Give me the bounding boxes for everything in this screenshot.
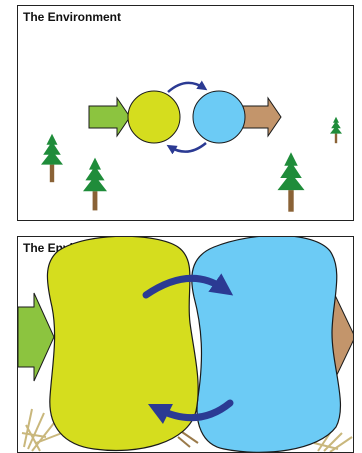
right-cell-blob (191, 237, 342, 452)
exchange-arrow-bottom-icon (147, 399, 234, 425)
root-icon (177, 431, 199, 448)
pine-tree-icon (41, 133, 63, 183)
output-arrow-icon (241, 96, 282, 138)
exchange-arrow-top-icon (167, 80, 208, 93)
panel-title: The Environment (23, 10, 122, 24)
environment-panel-small: The Environment (17, 5, 354, 221)
environment-diagram-zoomed (18, 237, 353, 452)
right-cell-circle (192, 90, 246, 144)
input-arrow-icon (18, 292, 55, 382)
pine-tree-icon (277, 152, 305, 212)
input-arrow-icon (88, 96, 131, 138)
pine-tree-icon (83, 157, 107, 211)
pine-tree-icon (330, 116, 342, 144)
exchange-arrow-bottom-icon (166, 142, 207, 155)
environment-panel-zoomed: The Environment (17, 236, 354, 453)
grass-tuft-icon (21, 408, 63, 452)
exchange-arrow-top-icon (142, 273, 234, 299)
left-cell-circle (127, 90, 181, 144)
environment-diagram-small (41, 80, 342, 212)
